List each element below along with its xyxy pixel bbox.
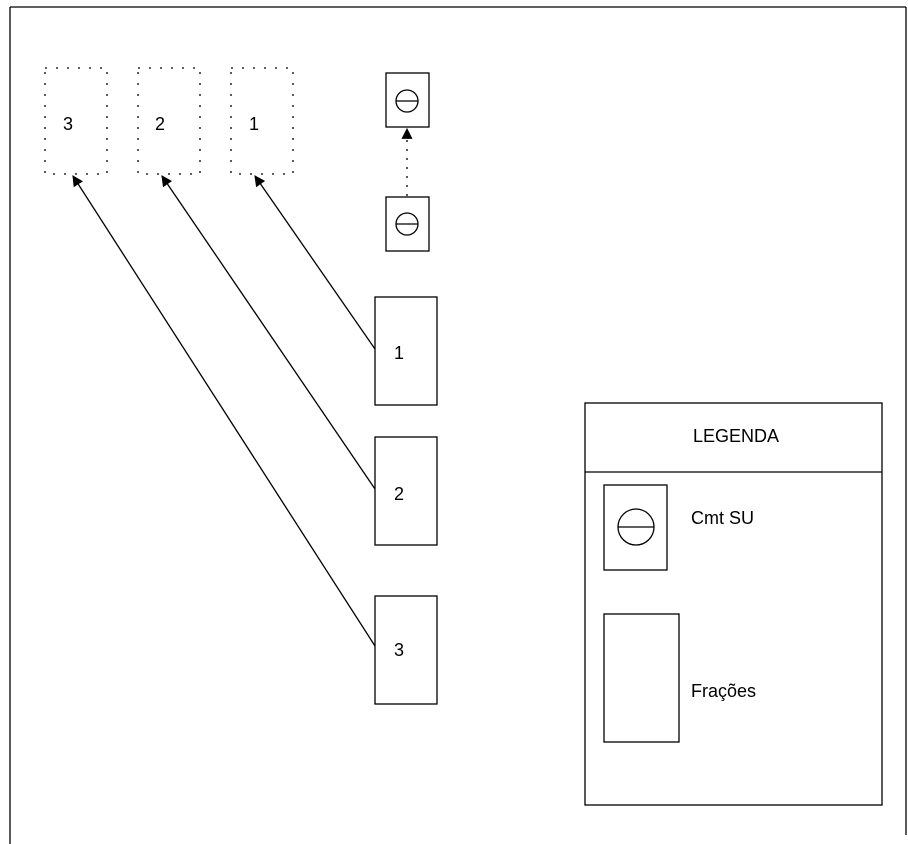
- commander-symbol-origin: [385, 196, 430, 252]
- fraction-legend-icon: [603, 613, 680, 743]
- legend-title: LEGENDA: [693, 426, 779, 446]
- target-box-3: 3: [44, 67, 108, 175]
- target-positions: 3 2 1: [44, 67, 294, 175]
- fraction-label-2: 2: [394, 484, 404, 504]
- fraction-label-3: 3: [394, 640, 404, 660]
- target-label-2: 2: [155, 114, 165, 134]
- target-label-1: 1: [249, 114, 259, 134]
- movement-arrow-2: [161, 175, 376, 490]
- commander-legend-icon: [603, 484, 668, 571]
- fraction-box-2: 2: [374, 436, 438, 546]
- fraction-label-1: 1: [394, 343, 404, 363]
- movement-arrow-3: [72, 175, 376, 647]
- fraction-box-3: 3: [374, 595, 438, 705]
- target-box-2: 2: [137, 67, 201, 175]
- legend-label-fractions: Frações: [691, 681, 756, 701]
- target-label-3: 3: [63, 114, 73, 134]
- legend-panel: LEGENDA Cmt SU Frações: [584, 402, 883, 806]
- movement-arrow-1: [254, 175, 376, 350]
- movement-arrows: [72, 175, 376, 647]
- legend-item-fractions: Frações: [603, 613, 756, 743]
- outer-frame: [9, 6, 907, 844]
- legend-item-commander: Cmt SU: [603, 484, 754, 571]
- target-box-1: 1: [230, 67, 294, 175]
- commander-symbol-destination: [385, 72, 430, 128]
- fraction-box-1: 1: [374, 296, 438, 406]
- legend-label-commander: Cmt SU: [691, 508, 754, 528]
